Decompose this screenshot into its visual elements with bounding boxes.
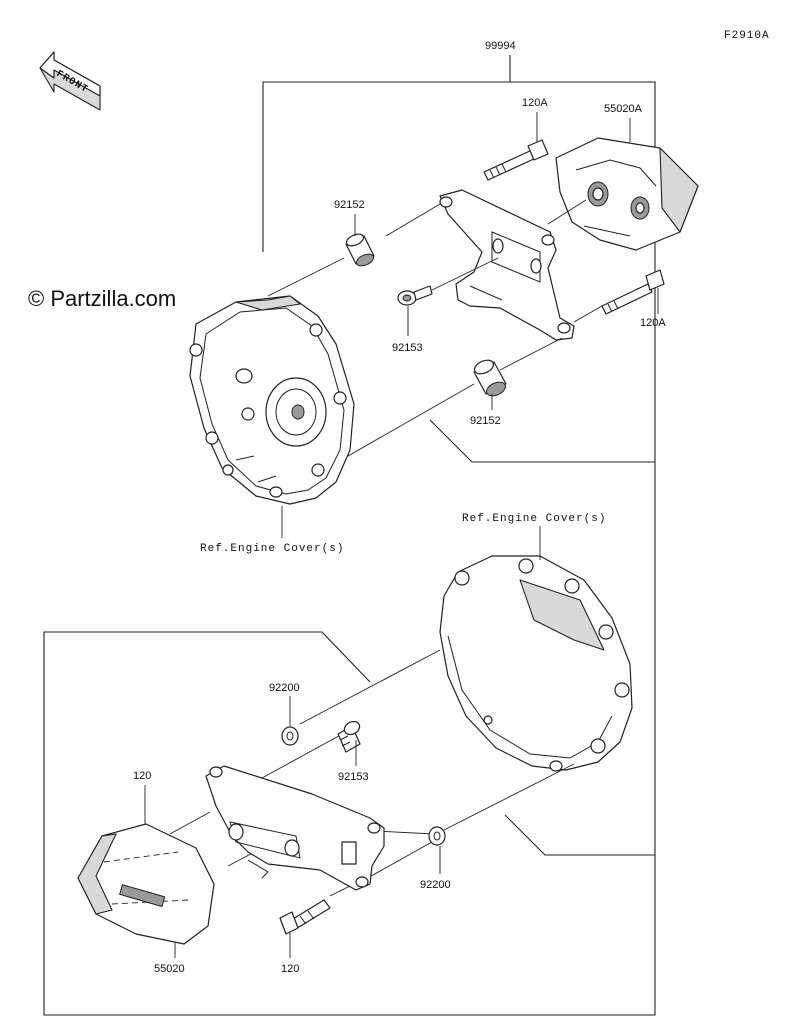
label-92153-bottom: 92153 (338, 771, 369, 783)
watermark: © Partzilla.com (28, 286, 176, 311)
engine-cover-left (189, 295, 355, 505)
washer-92200-upper (281, 726, 299, 746)
axis-line-bottom-1 (299, 649, 441, 725)
axis-line-top-6 (499, 337, 563, 371)
label-120-2: 120 (281, 963, 299, 975)
label-55020: 55020 (154, 963, 185, 975)
screw-92153-bottom (337, 720, 361, 753)
label-ref-cover-right: Ref.Engine Cover(s) (462, 513, 606, 525)
axis-line-bottom-5 (363, 841, 433, 881)
axis-line-top-3 (267, 257, 345, 297)
bolt-120-lower (279, 899, 331, 935)
axis-line-bottom-2 (261, 731, 347, 779)
bolt-120a-upper (483, 139, 549, 181)
axis-line-top-5 (573, 305, 603, 323)
label-120-1: 120 (133, 770, 151, 782)
label-55020a: 55020A (604, 103, 643, 115)
mounting-bracket-bottom (205, 765, 385, 891)
label-ref-cover-left: Ref.Engine Cover(s) (200, 543, 344, 555)
axis-line-top-2 (547, 199, 587, 225)
axis-line-top-1 (385, 203, 441, 237)
mounting-bracket-top (439, 189, 575, 341)
axis-line-top-4 (431, 257, 499, 291)
engine-cover-right (439, 555, 633, 772)
spacer-92152-upper (345, 233, 375, 267)
washer-92200-lower (428, 826, 446, 846)
screw-92153-top (397, 285, 433, 306)
assembly-frame-bottom (504, 462, 656, 856)
figure-code: F2910A (724, 30, 770, 42)
label-92153-top: 92153 (392, 342, 423, 354)
axis-line-bottom-6 (169, 811, 211, 835)
assembly-frame-lower (43, 631, 656, 1016)
label-92200-1: 92200 (269, 682, 300, 694)
label-92200-2: 92200 (420, 879, 451, 891)
label-92152-1: 92152 (334, 199, 365, 211)
label-120a-2: 120A (640, 317, 666, 329)
spacer-92152-lower (473, 359, 507, 397)
label-92152-2: 92152 (470, 415, 501, 427)
front-arrow-icon: FRONT (39, 51, 101, 111)
frame-slider-55020 (77, 823, 215, 945)
label-99994: 99994 (485, 40, 516, 52)
axis-line-bottom-4 (443, 763, 575, 831)
label-120a-1: 120A (522, 97, 548, 109)
frame-slider-55020a (555, 137, 699, 251)
bolt-120a-lower (601, 269, 665, 315)
